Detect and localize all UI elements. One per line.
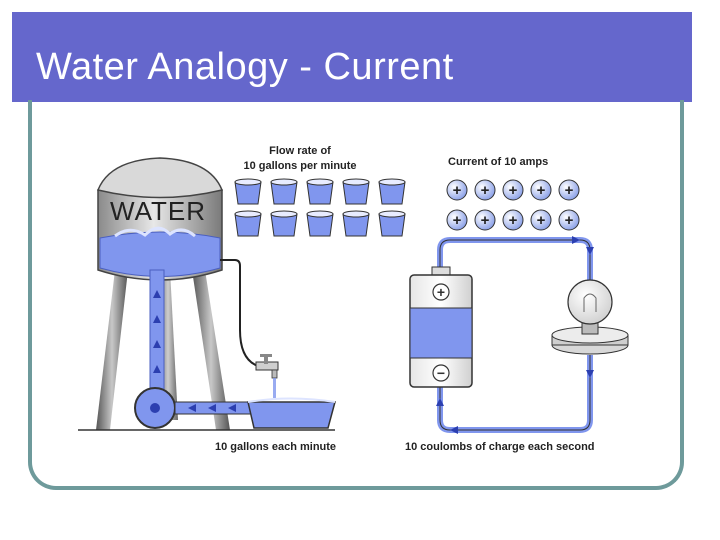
light-bulb-icon [551, 279, 629, 355]
charge-plus-icon: + [502, 209, 524, 231]
water-analogy-diagram: WATER Flow rate of 10 gallons pe [78, 145, 629, 453]
bucket-icon [342, 210, 370, 237]
bucket-icon [270, 178, 298, 205]
tank-label: WATER [110, 196, 206, 226]
svg-text:+: + [565, 212, 574, 229]
supply-pipe [220, 259, 271, 369]
tub-icon [247, 397, 336, 429]
content-frame [28, 100, 684, 490]
charge-plus-icon: + [558, 209, 580, 231]
flow-rate-label-line1: Flow rate of [269, 145, 331, 157]
svg-text:+: + [509, 212, 518, 229]
svg-text:+: + [481, 212, 490, 229]
bucket-icon [306, 178, 334, 205]
charge-plus-icon: + [446, 179, 468, 201]
circuit-wire [436, 236, 594, 434]
charge-plus-icon: + [474, 209, 496, 231]
current-label: Current of 10 amps [448, 156, 548, 168]
charge-plus-icon: + [446, 209, 468, 231]
bucket-icon [342, 178, 370, 205]
bucket-icon [234, 178, 262, 205]
svg-text:+: + [481, 182, 490, 199]
charge-plus-icon: + [558, 179, 580, 201]
svg-text:+: + [565, 182, 574, 199]
battery-icon [409, 266, 473, 388]
charge-grid: + + + + + + + + + + [446, 179, 580, 231]
flow-rate-label-line2: 10 gallons per minute [243, 160, 356, 172]
faucet-icon [255, 354, 279, 398]
bucket-icon [270, 210, 298, 237]
svg-text:+: + [537, 182, 546, 199]
battery-minus-symbol: − [437, 365, 445, 381]
svg-text:+: + [509, 182, 518, 199]
water-caption: 10 gallons each minute [215, 441, 336, 453]
charge-plus-icon: + [530, 209, 552, 231]
bucket-grid [234, 178, 406, 237]
bucket-icon [378, 178, 406, 205]
bucket-icon [306, 210, 334, 237]
charge-plus-icon: + [474, 179, 496, 201]
svg-text:+: + [453, 182, 462, 199]
charge-plus-icon: + [502, 179, 524, 201]
pump-icon [134, 387, 254, 429]
slide-title: Water Analogy - Current [36, 46, 454, 88]
bucket-icon [234, 210, 262, 237]
bucket-icon [378, 210, 406, 237]
svg-text:+: + [537, 212, 546, 229]
battery-plus-symbol: + [437, 284, 445, 300]
charge-plus-icon: + [530, 179, 552, 201]
title-bar: Water Analogy - Current [12, 12, 692, 109]
svg-text:+: + [453, 212, 462, 229]
electric-caption: 10 coulombs of charge each second [405, 441, 595, 453]
title-underline [12, 105, 648, 109]
